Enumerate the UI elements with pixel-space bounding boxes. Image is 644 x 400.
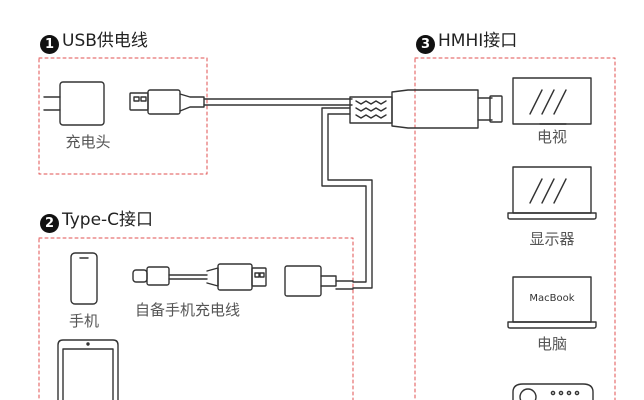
phone-icon <box>70 252 98 305</box>
label-monitor: 显示器 <box>529 230 575 248</box>
section-number-1: 1 <box>40 35 59 54</box>
section-number-3: 3 <box>416 35 435 54</box>
monitor-icon <box>507 166 597 220</box>
label-phone: 手机 <box>68 312 100 330</box>
laptop-icon <box>507 276 597 329</box>
splitter-icon <box>349 96 393 124</box>
projector-icon <box>512 383 594 400</box>
usb-power-frame <box>38 57 208 175</box>
section-title-usb-power: USB供电线 <box>62 31 148 51</box>
laptop-screen-text: MacBook <box>529 293 575 304</box>
usb-a-plug-icon <box>129 89 205 115</box>
type-c-frame <box>38 237 354 400</box>
label-tv: 电视 <box>536 128 568 146</box>
tablet-icon <box>57 339 119 400</box>
section-number-2: 2 <box>40 214 59 233</box>
label-laptop: 电脑 <box>536 335 568 353</box>
section-title-type-c: Type-C接口 <box>62 210 154 230</box>
label-own-cable: 自备手机充电线 <box>135 301 241 319</box>
section-title-hdmi: HMHI接口 <box>438 31 518 51</box>
hdmi-plug-icon <box>391 89 503 129</box>
label-charger: 充电头 <box>65 133 111 151</box>
tv-icon <box>512 77 592 125</box>
hdmi-frame <box>414 57 616 400</box>
charger-icon <box>43 81 105 126</box>
usb-a-socket-icon <box>284 265 354 297</box>
usb-c-plug-icon <box>132 263 267 291</box>
